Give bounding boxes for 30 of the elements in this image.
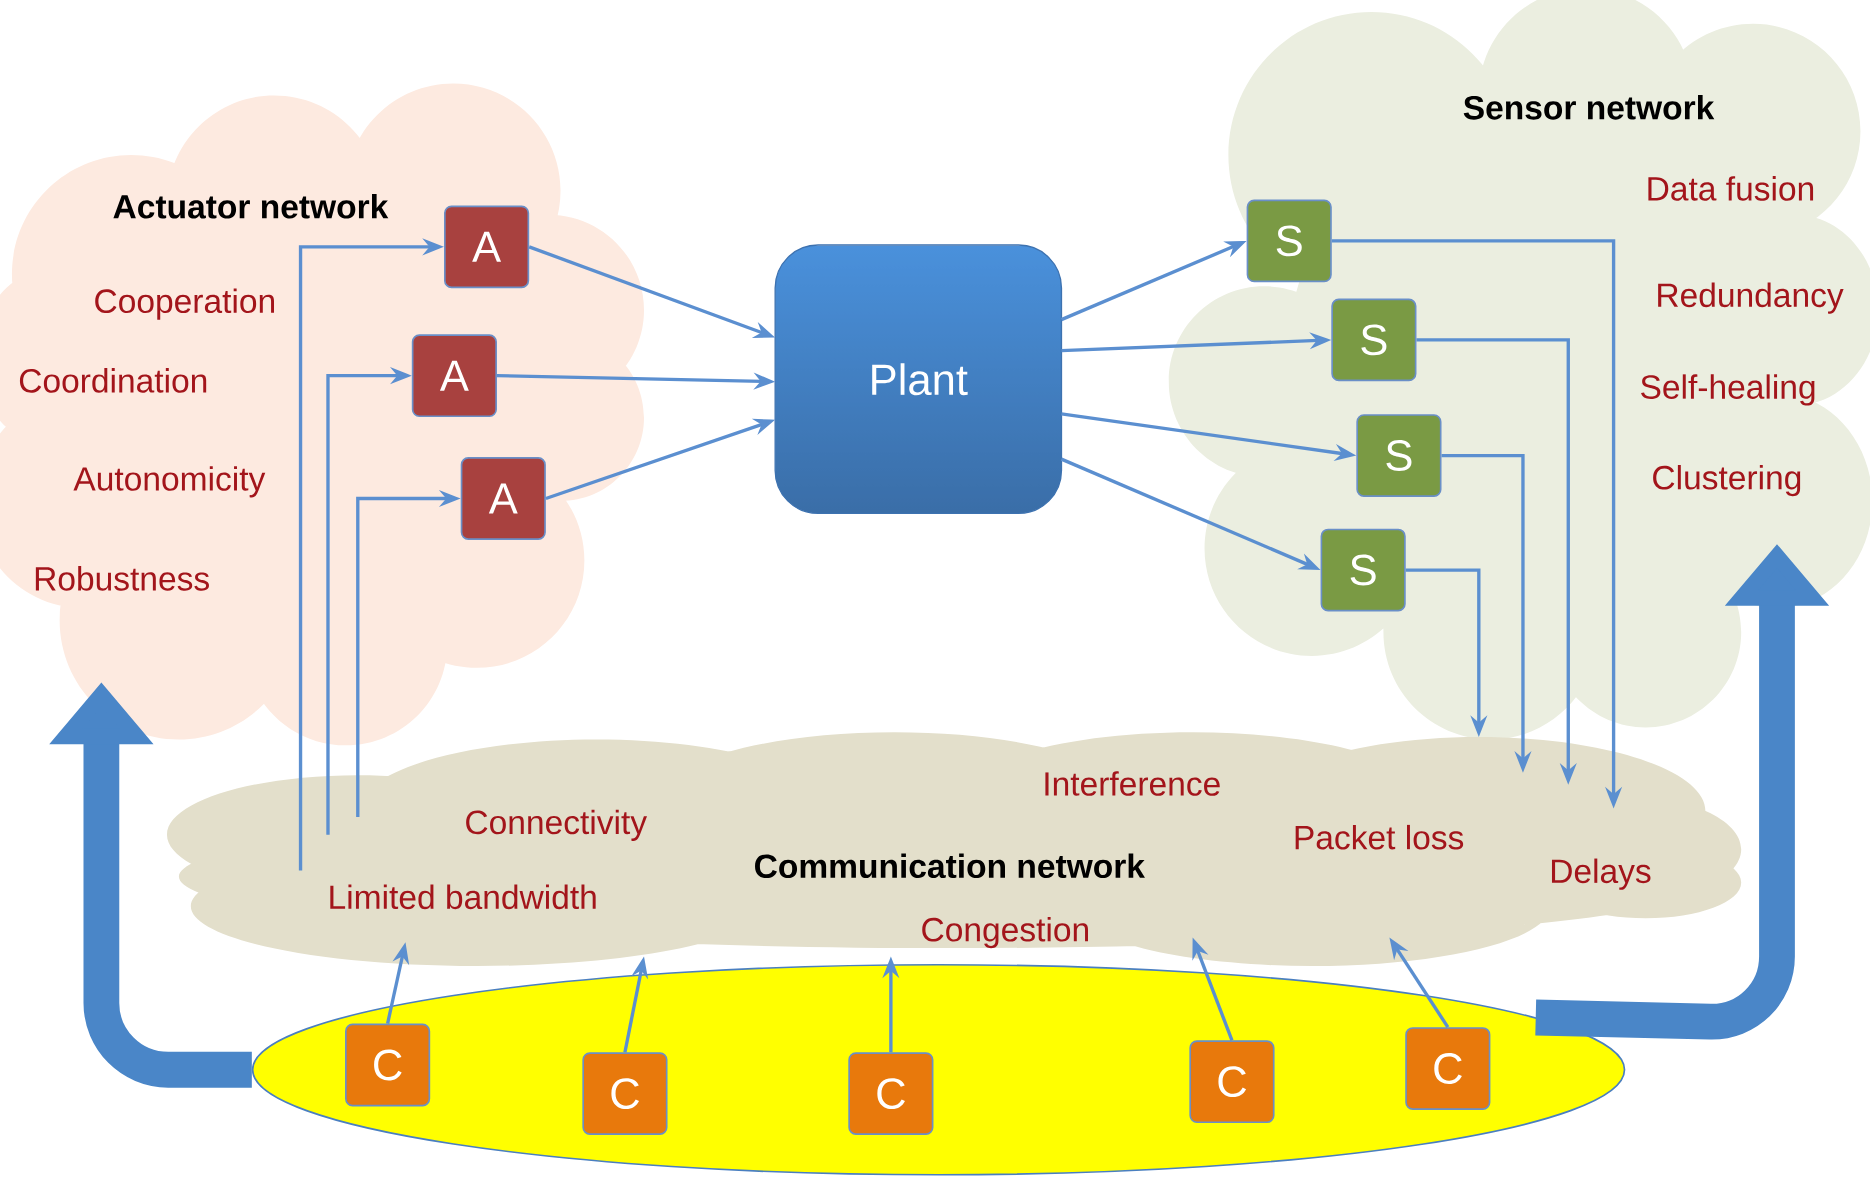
cloud-label: Limited bandwidth	[330, 884, 596, 910]
letter-box: A	[460, 457, 546, 540]
cloud-label: Clustering	[1653, 465, 1801, 497]
letter-box: C	[1189, 1040, 1275, 1124]
cloud-label: Coordination	[19, 368, 207, 393]
cloud-title: Actuator network	[113, 194, 389, 219]
cloud-label: Connectivity	[466, 809, 647, 841]
letter-box: C	[848, 1052, 934, 1136]
cloud-title: Sensor network	[1463, 95, 1715, 120]
cloud-title: Communication network	[755, 853, 1145, 879]
cloud-label: Robustness	[35, 566, 209, 591]
cloud-label: Data fusion	[1648, 176, 1814, 201]
cloud-label: Congestion	[922, 917, 1088, 949]
letter-box: A	[411, 334, 497, 418]
letter-box: C	[582, 1052, 668, 1136]
cloud-label: Self-healing	[1641, 374, 1815, 406]
cloud-label: Autonomicity	[73, 466, 266, 498]
letter-box: C	[1405, 1027, 1491, 1111]
cloud-label: Redundancy	[1658, 282, 1844, 314]
letter-box: S	[1356, 414, 1442, 498]
cloud-label: Cooperation	[95, 288, 274, 320]
cloud-label: Packet loss	[1295, 824, 1464, 850]
process-box: Plant	[774, 244, 1063, 515]
letter-box: S	[1246, 199, 1332, 283]
letter-box: S	[1320, 528, 1406, 612]
letter-box: A	[444, 205, 530, 289]
letter-box: C	[345, 1023, 431, 1107]
cloud-label: Interference	[1045, 771, 1220, 796]
letter-box: S	[1331, 298, 1417, 382]
cloud-label: Delays	[1552, 858, 1651, 890]
